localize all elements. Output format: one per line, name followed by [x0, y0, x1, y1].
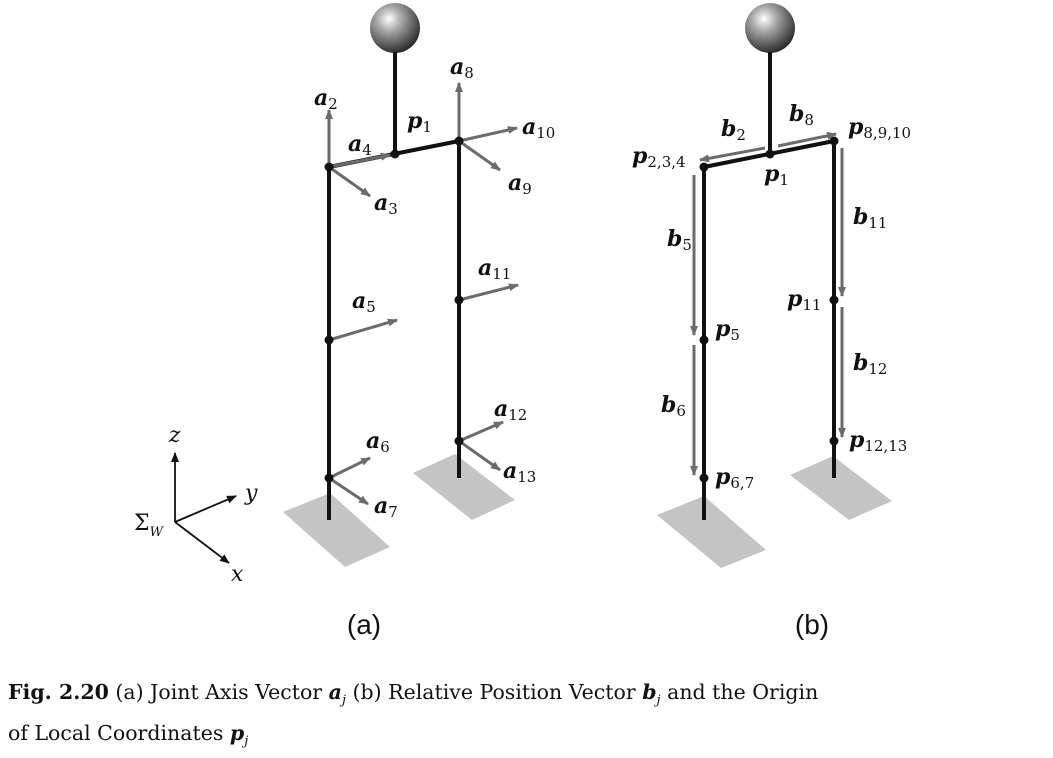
- label-a9: a9: [508, 170, 532, 198]
- world-frame: z y x ΣW: [134, 423, 258, 587]
- panel-b: b2 b8 b5 b6 b11 b12 p1 p2,3,4 p8,9,10 p5…: [632, 3, 911, 640]
- panel-a: a2 a3 a4 a5 a6 a7 a8 a9 a10 a11 a12 a13 …: [283, 3, 555, 640]
- left-foot: [283, 493, 390, 567]
- right-foot: [413, 454, 515, 520]
- world-frame-label: ΣW: [134, 511, 165, 540]
- label-b6: b6: [661, 392, 686, 420]
- joints-a: [324, 136, 464, 483]
- label-a5: a5: [352, 288, 376, 316]
- label-a10: a10: [522, 114, 555, 142]
- head: [370, 3, 420, 53]
- caption-a-sub: j: [341, 693, 346, 709]
- labels-b: b2 b8 b5 b6 b11 b12 p1 p2,3,4 p8,9,10 p5…: [632, 101, 911, 492]
- caption-p-sub: j: [244, 734, 249, 750]
- label-a7: a7: [374, 493, 398, 521]
- label-p67: p6,7: [715, 464, 754, 492]
- joints-b: [699, 136, 839, 483]
- label-a8: a8: [450, 54, 474, 82]
- figure-caption: Fig. 2.20 (a) Joint Axis Vector aj (b) R…: [8, 676, 1048, 758]
- label-b5: b5: [667, 226, 692, 254]
- label-b8: b8: [789, 101, 814, 129]
- label-a13: a13: [503, 458, 536, 486]
- label-b12: b12: [853, 350, 887, 378]
- left-foot-b: [657, 496, 766, 568]
- caption-b-sub: j: [656, 693, 661, 709]
- caption-b-symbol: b: [642, 680, 657, 704]
- caption-line-1: Fig. 2.20 (a) Joint Axis Vector aj (b) R…: [8, 676, 1048, 717]
- caption-line-2: of Local Coordinates pj: [8, 717, 1048, 758]
- axis-z-label: z: [168, 423, 181, 448]
- caption-a-symbol: a: [328, 680, 342, 704]
- label-b2: b2: [721, 116, 746, 144]
- axis-y-label: y: [244, 481, 258, 506]
- panel-a-label: (a): [347, 609, 381, 640]
- position-arrows-b: [690, 131, 846, 476]
- label-p5: p5: [715, 316, 740, 344]
- head-b: [745, 3, 795, 53]
- labels-a: a2 a3 a4 a5 a6 a7 a8 a9 a10 a11 a12 a13 …: [314, 54, 555, 521]
- label-a3: a3: [374, 190, 398, 218]
- label-a4: a4: [348, 131, 372, 159]
- links-a: [327, 52, 461, 520]
- caption-p-symbol: p: [229, 721, 245, 746]
- label-p1213: p12,13: [849, 427, 907, 455]
- label-a11: a11: [478, 255, 511, 283]
- label-p1-b: p1: [764, 161, 789, 189]
- panel-b-label: (b): [795, 609, 829, 640]
- label-p234: p2,3,4: [632, 143, 686, 171]
- label-a2: a2: [314, 85, 338, 113]
- right-foot-b: [790, 456, 892, 520]
- caption-fig-number: Fig. 2.20: [8, 680, 109, 704]
- caption-line2-text: of Local Coordinates: [8, 721, 224, 746]
- label-b11: b11: [853, 204, 887, 232]
- axis-arrows-a: [325, 82, 519, 506]
- caption-part-c: and the Origin: [667, 680, 819, 704]
- caption-part-a: (a) Joint Axis Vector: [115, 680, 323, 704]
- label-a12: a12: [494, 396, 527, 424]
- caption-part-b: (b) Relative Position Vector: [352, 680, 636, 704]
- label-p11: p11: [787, 286, 821, 314]
- label-p8910: p8,9,10: [848, 114, 911, 142]
- axis-x-label: x: [231, 562, 244, 587]
- label-a6: a6: [366, 428, 390, 456]
- label-p1-a: p1: [407, 108, 432, 136]
